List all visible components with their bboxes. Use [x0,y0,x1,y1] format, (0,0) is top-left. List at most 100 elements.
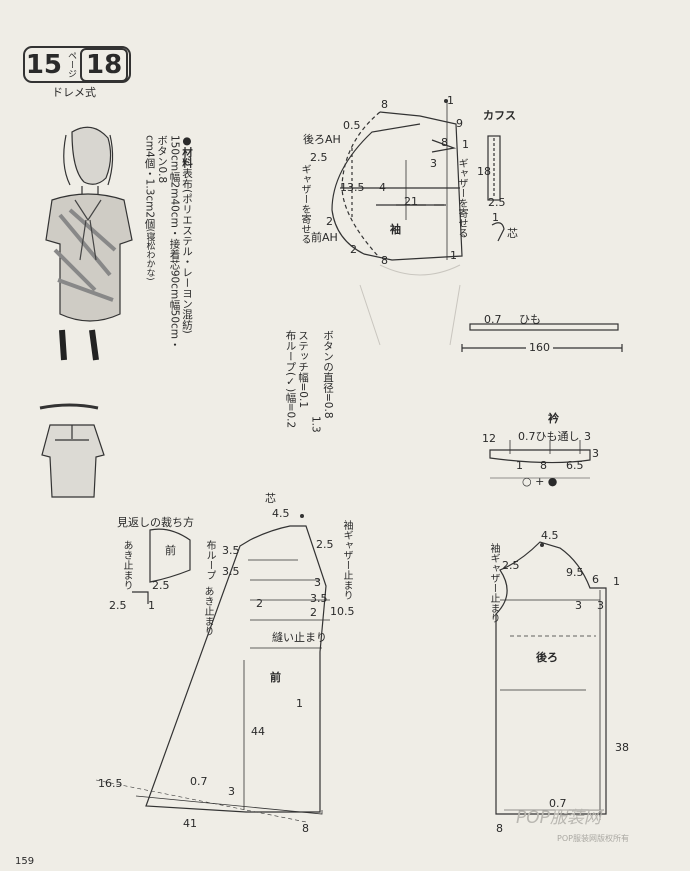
front-sleeve-gather: 袖ギャザー止まり [341,520,352,600]
cuff-title: カフス [483,109,516,122]
sleeve-gather-left: ギャザーを寄せる [299,164,310,244]
back-d1: 1 [613,575,620,588]
tie-d07: 0.7 [484,313,502,326]
sleeve-d8b: 8 [441,136,448,149]
note-button: ボタンの直径=0.8 [322,330,334,419]
page-number-b-box: 18 [80,47,129,82]
materials-line4: (寝松わかな) [144,228,155,281]
collar-d8: 8 [540,459,547,472]
front-d8: 8 [302,822,309,835]
front-loop: 布ループ [204,540,215,580]
cuff-d25: 2.5 [488,196,506,209]
front-name: 前 [270,671,281,684]
flat-sketch [39,403,105,498]
sleeve-d8a: 8 [381,98,388,111]
tie-length: 160 [526,342,553,354]
sleeve-front-ah: 前AH [311,231,338,244]
front-bodice-pattern [95,525,330,823]
front-d41: 41 [183,817,197,830]
sleeve-d2b: 2 [350,243,357,256]
cuff-pattern [487,135,505,242]
back-d95: 9.5 [566,566,584,579]
sleeve-d9: 9 [456,117,463,130]
sleeve-d1a: 1 [447,94,454,107]
front-d3b: 3 [228,785,235,798]
collar-pattern [489,440,591,479]
materials-line3: cm4個・1.3cm2個 [143,135,156,229]
facing-d1: 1 [148,599,155,612]
sleeve-d135: 13.5 [340,181,365,194]
style-label: ドレメ式 [52,86,96,99]
front-opening: あき止まり [202,586,213,636]
front-d3: 3 [314,576,321,589]
back-d45: 4.5 [541,529,559,542]
front-d35c: 3.5 [310,592,328,605]
front-d44: 44 [251,725,265,738]
note-button-2: 1.3 [309,416,322,433]
back-bodice-pattern [495,541,607,820]
facing-d25a: 2.5 [152,579,170,592]
collar-d65: 6.5 [566,459,584,472]
note-stitch: ステッチ幅=0.1 [297,330,309,408]
cuff-d18: 18 [477,165,491,178]
page-reference-badge: 15 ページ 18 [23,46,131,83]
front-d45: 4.5 [272,507,290,520]
back-d07: 0.7 [549,797,567,810]
sleeve-back-ah: 後ろAH [303,133,341,146]
back-d3b: 3 [597,599,604,612]
collar-circled: 3 [584,430,591,443]
front-d35a: 3.5 [222,544,240,557]
page-number: 159 [15,856,35,867]
sleeve-pattern [331,100,463,261]
sleeve-d25: 2.5 [310,151,328,164]
collar-title: 衿 [548,412,559,425]
front-d07: 0.7 [190,775,208,788]
page-number-a: 15 [25,49,62,80]
sleeve-d1c: 1 [450,249,457,262]
facing-title: 見返しの裁ち方 [117,516,194,529]
front-d25: 2.5 [316,538,334,551]
front-d165: 16.5 [98,777,123,790]
sleeve-name: 袖 [390,223,401,236]
cuff-interfacing: 芯 [507,227,518,240]
cuff-d1: 1 [492,211,499,224]
sleeve-d2a: 2 [326,215,333,228]
facing-d25b: 2.5 [109,599,127,612]
facing-opening: あき止まり [121,540,132,590]
watermark-sub: POP服装网版权所有 [557,834,629,843]
sleeve-d05: 0.5 [343,119,361,132]
page-number-b: 18 [86,49,123,80]
front-d105: 10.5 [330,605,355,618]
collar-d1: 1 [516,459,523,472]
back-d8: 8 [496,822,503,835]
sleeve-d1b: 1 [462,138,469,151]
note-loop: 布ループ(✓)幅=0.2 [284,330,297,429]
materials-block: ●材料表布(ポリエステル・レーヨン混紡) 150cm幅2m40cm・接着芯90c… [143,135,194,355]
materials-line1: 表布(ポリエステル・レーヨン混紡) [181,168,193,334]
front-d35b: 3.5 [222,565,240,578]
sleeve-d4: 4 [379,181,386,194]
collar-slot: 0.7ひも通し [518,430,580,443]
sleeve-d21: 21 [404,195,418,208]
collar-d3: 3 [592,447,599,460]
watermark: POP服装网 [516,808,601,828]
front-sew-stop: 縫い止まり [272,631,327,644]
front-d2b: 2 [310,606,317,619]
materials-title: ●材料 [181,135,193,168]
back-name: 後ろ [536,651,558,664]
back-d3a: 3 [575,599,582,612]
collar-marks: ○ + ● [522,475,558,488]
back-sleeve-gather: 袖ギャザー止まり [488,543,499,623]
page-word: ページ [66,51,76,78]
front-d2a: 2 [256,597,263,610]
sleeve-gather-right: ギャザーを寄せる [456,158,467,238]
tie-label: ひも [519,313,541,326]
back-d25: 2.5 [502,559,520,572]
front-d1: 1 [296,697,303,710]
notes-block: ボタンの直径=0.8 1.3 ステッチ幅=0.1 布ループ(✓)幅=0.2 [284,330,335,440]
collar-d12: 12 [482,432,496,445]
sleeve-d8c: 8 [381,254,388,267]
back-d38: 38 [615,741,629,754]
front-interfacing: 芯 [265,492,276,505]
